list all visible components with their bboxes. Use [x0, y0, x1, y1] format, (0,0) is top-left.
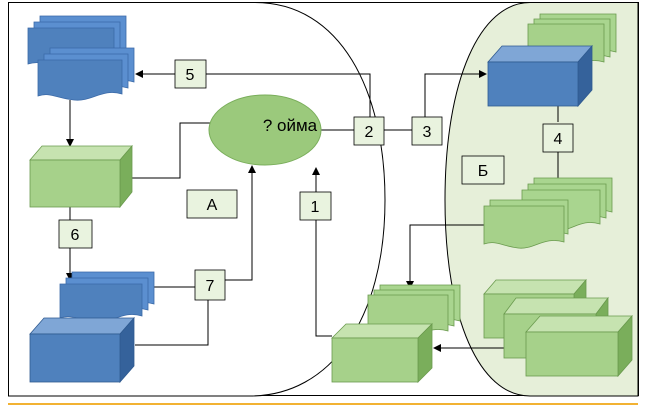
- zone-b-label: Б: [478, 163, 489, 180]
- step-1-label: 1: [311, 199, 320, 216]
- blue-document-stack-top: [27, 15, 135, 101]
- step-1: 1: [299, 191, 332, 221]
- step-3-label: 3: [423, 124, 432, 141]
- blue-box-bottom-left: [29, 316, 135, 384]
- zone-a-label: А: [207, 197, 218, 214]
- zone-a-label-box: [186, 189, 238, 219]
- green-box-stack-b-bottom: [483, 278, 633, 378]
- blue-document-stack-bottom: [59, 271, 155, 323]
- green-box-left: [29, 144, 133, 209]
- step-6: 6: [58, 219, 93, 249]
- step-7-label: 7: [206, 278, 215, 295]
- step-4: 4: [542, 123, 574, 153]
- blue-box-zone-b: [487, 44, 593, 108]
- connectors: [66, 62, 562, 352]
- green-document-stack-b-middle: [483, 177, 613, 249]
- zone-b-label-box: [461, 155, 505, 185]
- green-box-bottom-center: [331, 323, 433, 383]
- step-2: 2: [353, 116, 385, 146]
- step-5-label: 5: [186, 67, 195, 84]
- step-4-label: 4: [554, 131, 563, 148]
- center-ellipse: [208, 94, 322, 166]
- step-5: 5: [174, 59, 207, 89]
- center-label: ? ойма: [263, 116, 318, 135]
- step-7: 7: [194, 269, 226, 301]
- step-2-label: 2: [365, 124, 374, 141]
- step-6-label: 6: [71, 227, 80, 244]
- step-3: 3: [411, 116, 443, 146]
